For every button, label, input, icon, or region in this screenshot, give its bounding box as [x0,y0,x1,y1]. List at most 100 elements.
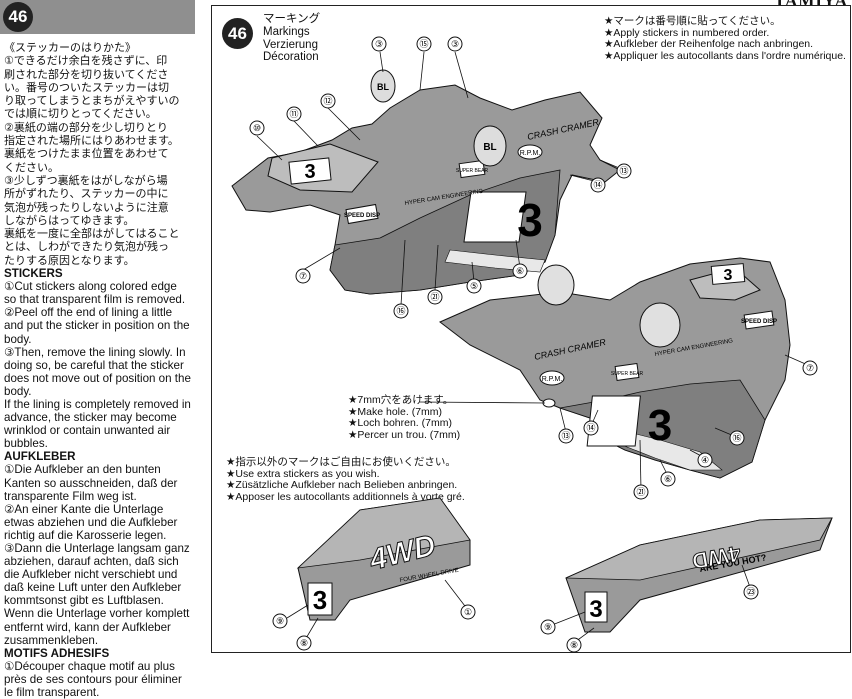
callout-top-12: ⑥ [512,263,528,279]
text-line: abziehen, darauf achten, daß sich [4,555,179,569]
section-title: マーキング Markings Verzierung Décoration [263,13,320,64]
callout-top-2: ③ [447,36,463,52]
text-line: ③少しずつ裏紙をはがしながら場 [4,173,168,187]
callout-bottom-1: ⑬ [558,428,574,444]
callout-top-0: ③ [371,36,387,52]
svg-text:⑫: ⑫ [323,96,332,106]
text-line: たりする原因となります。 [4,253,135,267]
callout-top-11: ⑤ [466,278,482,294]
callout-top-6: ⑬ [616,163,632,179]
de-heading: AUFKLEBER [4,450,76,464]
text-line: ③Dann die Unterlage langsam ganz [4,542,190,556]
text-line: ★Apply stickers in numbered order. [604,26,770,39]
text-line: ★7mm穴をあけます。 [348,394,454,406]
callout-bottom-5: ⑥ [660,471,676,487]
svg-text:⑪: ⑪ [289,109,298,119]
text-line: では順に切りとってください。 [4,107,157,121]
callout-top-3: ⑩ [249,120,265,136]
svg-text:㉑: ㉑ [430,292,439,302]
extra-stickers-note: ★指示以外のマークはご自由にお使いください。★Use extra sticker… [226,456,465,503]
text-line: ②裏紙の端の部分を少し切りとり [4,120,168,134]
svg-text:⑧: ⑧ [570,640,578,650]
svg-text:⑤: ⑤ [470,281,478,291]
title-en: Markings [263,25,310,38]
title-fr: Décoration [263,51,319,64]
text-line: entfernt wird, kann der Aufkleber [4,620,171,634]
text-line: 所がずれたり、ステッカーの中に [4,187,169,201]
text-line: い。番号のついたステッカーは切 [4,80,169,94]
text-line: ①Découper chaque motif au plus [4,659,175,673]
text-line: とは、しわができたり気泡が残っ [4,240,169,254]
svg-text:①: ① [464,607,472,617]
text-line: ★Percer un trou. (7mm) [348,428,461,441]
text-line: transparente Film weg ist. [4,489,137,503]
callout-wingl-2: ⑧ [296,635,312,651]
callout-bottom-2: ⑭ [583,420,599,436]
markings-panel [211,5,851,653]
rpm-sticker: R.P.M. [520,150,541,157]
speed-disp-sticker: SPEED DISP [344,213,380,219]
callout-bottom-6: ㉑ [633,484,649,500]
svg-text:㉑: ㉑ [636,487,645,497]
text-line: and put the sticker in position on the [4,319,190,333]
text-line: 気泡が残ったりしないように注意 [4,200,169,214]
text-line: ①Die Aufkleber an den bunten [4,463,161,477]
side-number: 3 [517,194,543,246]
sticker-instructions: 《ステッカーのはりかた》 ①できるだけ余白を残さずに、印刷された部分を切り抜いて… [4,41,200,699]
text-line: 裏紙をつけたまま位置をあわせて [4,147,169,161]
hole-note: ★7mm穴をあけます。★Make hole. (7mm)★Loch bohren… [348,394,461,441]
callout-top-10: ㉑ [427,289,443,305]
callout-top-7: ⑭ [590,177,606,193]
text-line: kommtsonst gibt es Luftblasen. [4,594,164,608]
order-note: ★マークは番号順に貼ってください。★Apply stickers in numb… [604,15,846,62]
text-line: body. [4,384,32,398]
text-line: ★Züsätzliche Aufkleber nach Belieben anb… [226,479,458,492]
text-line: ください。 [4,160,59,174]
text-line: ★Apposer les autocollants additionnels à… [226,490,465,503]
lower-white-stripe [619,429,723,471]
svg-text:③: ③ [375,39,383,49]
text-line: Kanten so ausschneiden, daß der [4,476,178,490]
svg-text:③: ③ [451,39,459,49]
callout-wingr-1: ⑨ [540,619,556,635]
svg-text:⑦: ⑦ [299,271,307,281]
text-line: ★Appliquer les autocollants dans l'ordre… [604,49,846,62]
callout-top-4: ⑪ [286,106,302,122]
en-heading: STICKERS [4,267,63,281]
text-line: die Aufkleber nicht verschiebt und [4,568,178,582]
lower-side-number-plate [586,395,641,447]
text-line: ★マークは番号順に貼ってください。 [604,15,781,27]
svg-text:⑬: ⑬ [561,431,570,441]
svg-text:㉓: ㉓ [746,587,755,597]
svg-text:⑦: ⑦ [806,363,814,373]
roof-number: 3 [724,267,733,284]
svg-text:⑭: ⑭ [586,423,595,433]
svg-text:⑯: ⑯ [396,306,405,316]
callout-wingl-0: ① [460,604,476,620]
callout-top-9: ⑯ [393,303,409,319]
svg-text:⑨: ⑨ [276,616,284,626]
text-line: 刷された部分を切り抜いてくださ [4,67,169,81]
lower-side-number: 3 [648,401,672,450]
title-de: Verzierung [263,38,318,51]
hood-number-plate [288,157,332,185]
left-wing-number: 3 [313,585,327,615]
text-line: doing so, be careful that the sticker [4,358,184,372]
callout-markers: ③ ⑮ ③ ⑩ ⑪ ⑫ ⑬ ⑭ ⑦ ⑯ ㉑ ⑤ ⑥ ⑦ ⑬ ⑭ ⑯ ④ ⑥ ㉑ … [249,36,818,653]
svg-text:⑬: ⑬ [619,166,628,176]
text-line: 指定された場所にはりあわせます。 [4,134,179,148]
left-wing-diagram: 4WD FOUR WHEEL DRIVE 3 [296,497,471,621]
callout-bottom-0: ⑦ [802,360,818,376]
text-line: ③Then, remove the lining slowly. In [4,345,186,359]
text-line: If the lining is completely removed in [4,397,191,411]
text-line: ★Use extra stickers as you wish. [226,467,380,480]
text-line: près de ses contours pour éliminer [4,672,182,686]
side-number-plate [463,191,527,243]
text-line: so that transparent film is removed. [4,293,186,307]
step-number-badge: 46 [3,2,33,32]
text-line: Wenn die Unterlage vorher komplett [4,607,190,621]
jp-heading: 《ステッカーのはりかた》 [4,41,136,54]
text-line: does not move out of position on the [4,371,191,385]
callout-wingr-2: ⑧ [566,637,582,653]
